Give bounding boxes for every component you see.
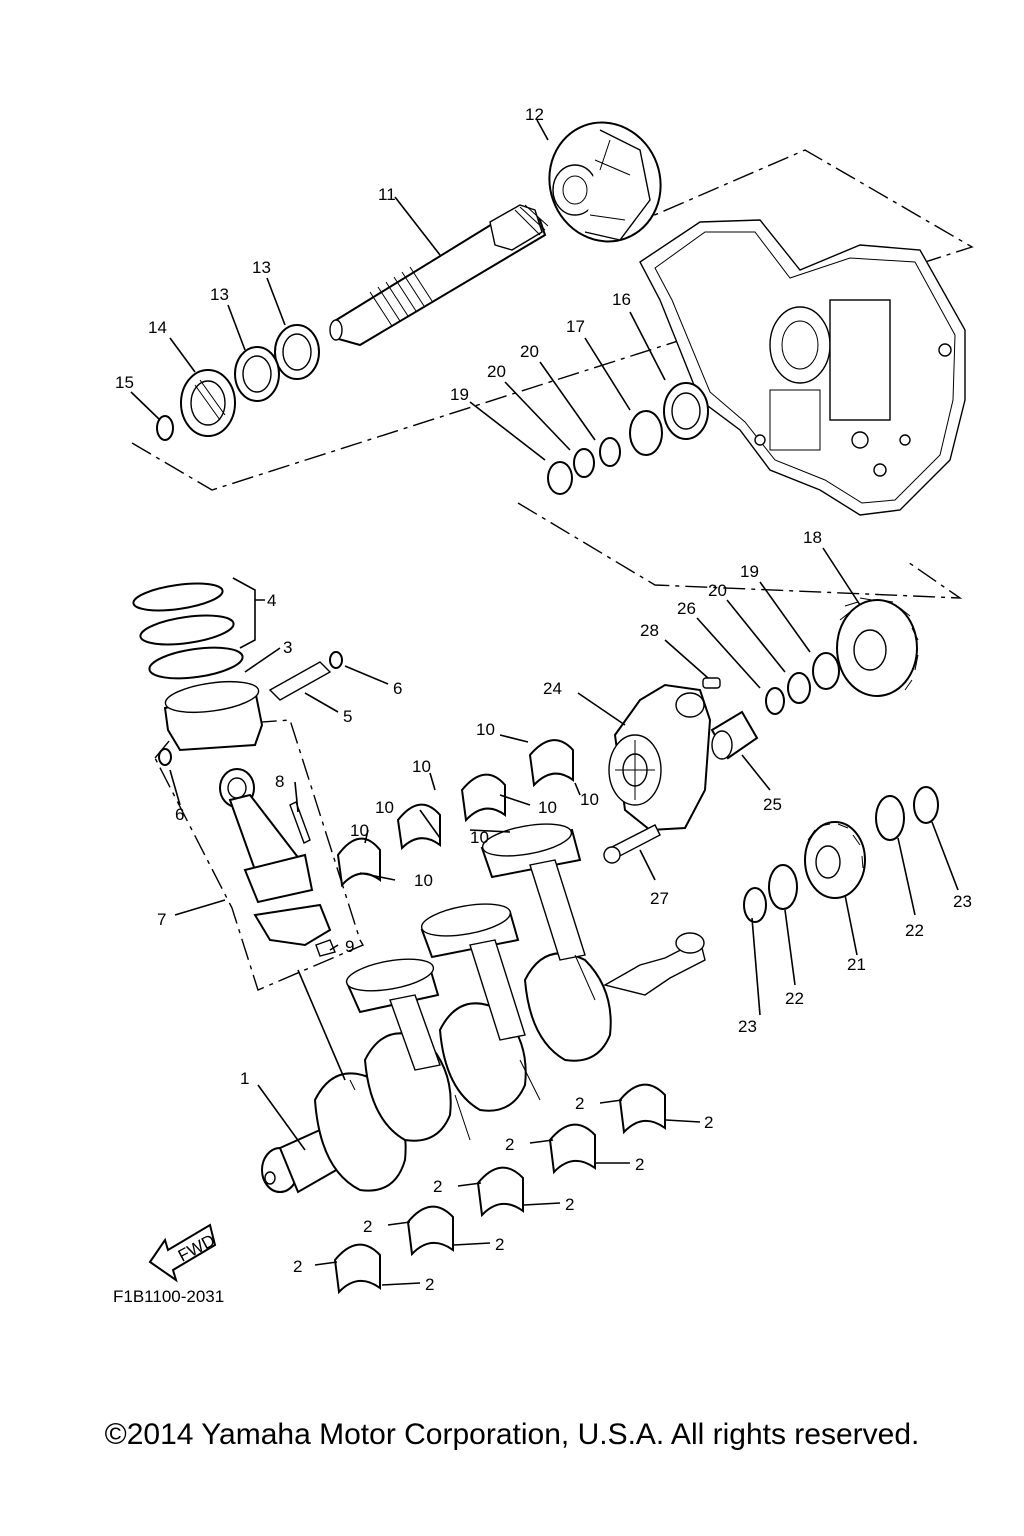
callout-11: 11 xyxy=(378,185,396,204)
callout-28: 28 xyxy=(640,621,659,640)
callout-10: 10 xyxy=(470,828,489,847)
callout-2: 2 xyxy=(565,1195,574,1214)
main-bearings-2 xyxy=(333,1083,666,1295)
callout-10: 10 xyxy=(476,720,495,739)
callout-2: 2 xyxy=(495,1235,504,1254)
callout-18: 18 xyxy=(803,528,822,547)
callout-16: 16 xyxy=(612,290,631,309)
callout-13: 13 xyxy=(210,285,229,304)
callout-26: 26 xyxy=(677,599,696,618)
gear-18-set xyxy=(702,597,919,715)
callout-19: 19 xyxy=(450,385,469,404)
callout-22: 22 xyxy=(785,989,804,1008)
callout-10: 10 xyxy=(350,821,369,840)
callout-8: 8 xyxy=(275,772,284,791)
leader-lines xyxy=(130,119,959,1286)
fwd-arrow-icon: FWD xyxy=(148,1223,218,1283)
callout-9: 9 xyxy=(345,937,354,956)
cover-24-set xyxy=(603,683,759,864)
callout-2: 2 xyxy=(505,1135,514,1154)
callout-1: 1 xyxy=(240,1069,249,1088)
bearings-10 xyxy=(336,739,574,888)
callout-10: 10 xyxy=(375,798,394,817)
callout-19: 19 xyxy=(740,562,759,581)
callout-10: 10 xyxy=(538,798,557,817)
callout-23: 23 xyxy=(953,892,972,911)
crankshaft-assembly xyxy=(261,823,706,1194)
callout-24: 24 xyxy=(543,679,562,698)
callout-15: 15 xyxy=(115,373,134,392)
callout-10: 10 xyxy=(412,757,431,776)
callout-5: 5 xyxy=(343,707,352,726)
callout-10: 10 xyxy=(580,790,599,809)
callout-27: 27 xyxy=(650,889,669,908)
callout-2: 2 xyxy=(575,1094,584,1113)
callout-14: 14 xyxy=(148,318,167,337)
callout-21: 21 xyxy=(847,955,866,974)
callout-3: 3 xyxy=(283,638,292,657)
callout-12: 12 xyxy=(525,105,544,124)
callout-20: 20 xyxy=(520,342,539,361)
callout-20: 20 xyxy=(708,581,727,600)
bearing-clip-set xyxy=(547,382,709,495)
callout-6: 6 xyxy=(393,679,402,698)
callout-23: 23 xyxy=(738,1017,757,1036)
callout-2: 2 xyxy=(433,1177,442,1196)
crankcase-housing xyxy=(639,219,966,516)
callout-2: 2 xyxy=(704,1113,713,1132)
copyright-notice: ©2014 Yamaha Motor Corporation, U.S.A. A… xyxy=(104,1418,920,1451)
connecting-rod-7 xyxy=(219,768,336,957)
callout-2: 2 xyxy=(635,1155,644,1174)
callout-7: 7 xyxy=(157,910,166,929)
callout-2: 2 xyxy=(363,1217,372,1236)
callout-4: 4 xyxy=(267,591,276,610)
callout-labels: 12 11 13 13 14 15 16 17 20 20 19 18 19 2… xyxy=(115,105,972,1294)
callout-2: 2 xyxy=(425,1275,434,1294)
gear-21-set xyxy=(743,786,939,923)
impeller-12 xyxy=(548,121,662,243)
piston-group xyxy=(132,582,343,766)
callout-6: 6 xyxy=(175,805,184,824)
callout-2: 2 xyxy=(293,1257,302,1276)
bearing-seal-set xyxy=(156,324,320,441)
callout-13: 13 xyxy=(252,258,271,277)
drive-shaft-11 xyxy=(329,204,549,347)
callout-10: 10 xyxy=(414,871,433,890)
callout-20: 20 xyxy=(487,362,506,381)
callout-17: 17 xyxy=(566,317,585,336)
callout-25: 25 xyxy=(763,795,782,814)
drawing-code: F1B1100-2031 xyxy=(113,1287,224,1306)
callout-22: 22 xyxy=(905,921,924,940)
